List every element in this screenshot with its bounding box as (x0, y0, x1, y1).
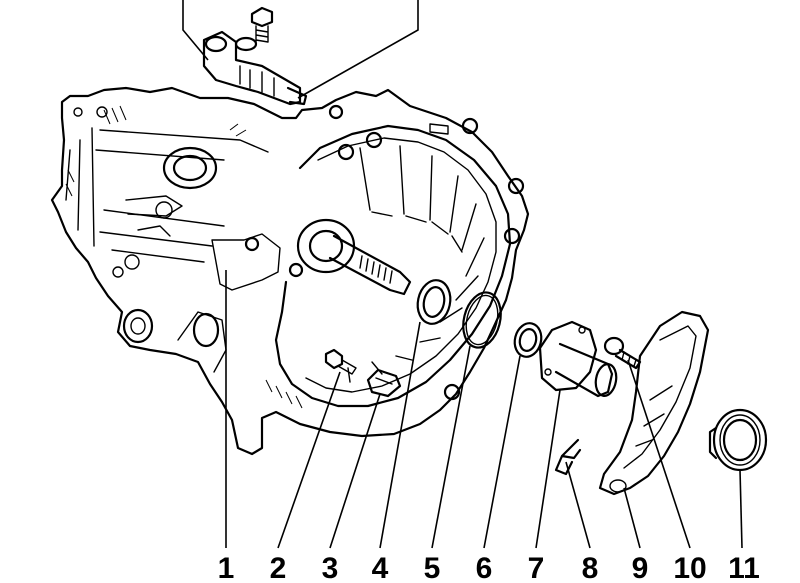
callout-1: 1 (218, 552, 235, 583)
top-bracket-lines (182, 0, 419, 99)
callout-7: 7 (528, 552, 545, 583)
leader-lines (225, 270, 743, 549)
callout-10: 10 (673, 552, 706, 583)
sensor-clip (366, 368, 402, 398)
callout-2: 2 (270, 552, 287, 583)
callout-3: 3 (322, 552, 339, 583)
small-seal (513, 322, 543, 358)
callout-11: 11 (728, 552, 760, 583)
release-lever (598, 310, 710, 496)
shaft-seal (416, 279, 452, 325)
callout-5: 5 (424, 552, 441, 583)
callout-6: 6 (476, 552, 493, 583)
callout-labels: 1 2 3 4 5 6 7 8 9 10 11 (218, 552, 760, 583)
stud-bolt (324, 348, 357, 375)
gearbox-housing (50, 86, 530, 456)
guide-sleeve (538, 320, 618, 398)
release-bearing (708, 408, 768, 472)
o-ring (462, 291, 502, 349)
callout-8: 8 (582, 552, 599, 583)
callout-9: 9 (632, 552, 649, 583)
bleed-bolt (234, 6, 274, 52)
callout-4: 4 (372, 552, 389, 583)
